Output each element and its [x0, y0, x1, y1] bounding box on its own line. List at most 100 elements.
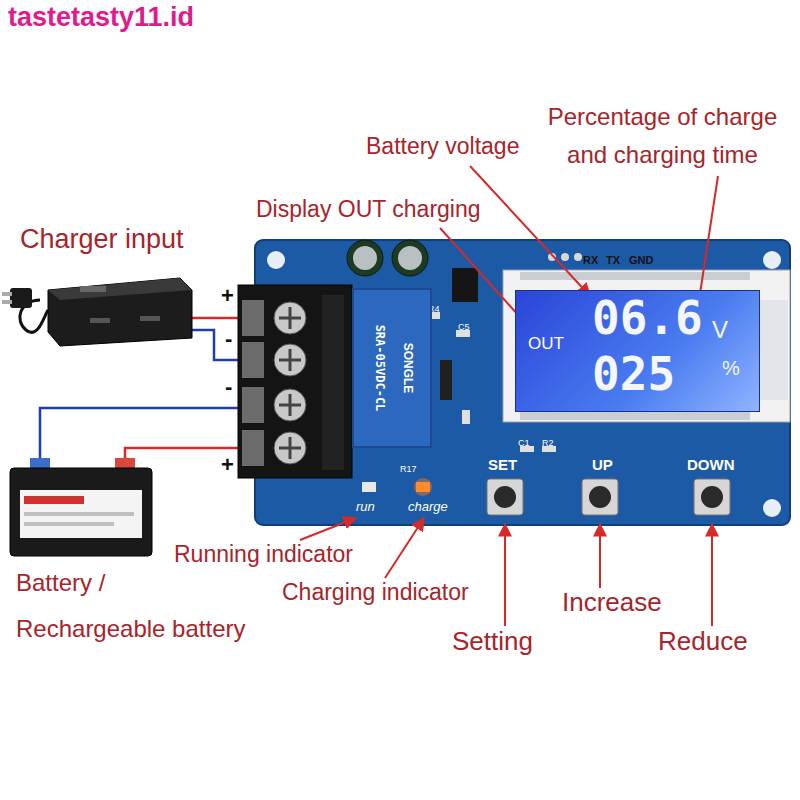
pcb-board: [763, 499, 781, 517]
leader-line: [711, 524, 713, 626]
push-button: [701, 486, 723, 508]
pcb-board: [763, 251, 781, 269]
part-name: R17: [400, 464, 417, 474]
push-button: [589, 486, 611, 508]
terminal-block: [242, 387, 264, 423]
led-label: charge: [408, 500, 448, 515]
pin-name: GND: [629, 254, 653, 267]
battery-illustration: [10, 458, 152, 556]
terminal-block: [242, 342, 264, 378]
button-label: UP: [592, 456, 613, 473]
callout-text: Battery / Rechargeable battery: [16, 560, 254, 652]
polarity-sign: +: [221, 283, 234, 308]
lcd-display-text: 025: [592, 349, 675, 400]
button-label: SET: [488, 456, 517, 474]
watermark: tastetasty11.id: [8, 2, 194, 33]
callout-text: Increase: [562, 588, 662, 618]
push-button: [582, 479, 618, 515]
push-button: [694, 479, 730, 515]
lcd-display-text: 06.6: [592, 293, 703, 344]
polarity-sign: +: [221, 283, 234, 308]
part-name: C1: [518, 438, 530, 448]
polarity-sign: -: [225, 326, 232, 351]
polarity-sign: +: [221, 452, 234, 477]
button-label: UP: [592, 456, 613, 474]
charger-illustration: [2, 278, 192, 346]
callout-text: Display OUT charging: [256, 196, 481, 222]
terminal-block: [242, 430, 264, 466]
push-button: [494, 486, 516, 508]
charger-illustration: [10, 288, 32, 308]
relay-box-text: SRA-05VDC-CL: [372, 325, 390, 412]
callout-text: Charger input: [20, 224, 184, 255]
lcd-display: OUT 06.6 V 025%: [515, 290, 760, 412]
watermark: tastetasty11.id: [8, 2, 194, 33]
callout-text: Setting: [452, 627, 533, 657]
capacitor-symbol: [353, 246, 377, 270]
part-name: R17: [400, 458, 417, 476]
battery-illustration: [20, 490, 142, 538]
charger-illustration: [80, 286, 106, 292]
leader-line: [599, 524, 601, 588]
capacitor-symbol: [392, 240, 428, 276]
lcd-display-text: 025: [592, 349, 675, 400]
callout-text: Percentage of charge and charging time: [535, 98, 790, 174]
callout-text: Charging indicator: [282, 579, 469, 605]
lcd-display-text: 06.6: [592, 293, 703, 344]
charger-illustration: [2, 300, 12, 304]
callout-text: Battery voltage: [366, 133, 519, 159]
battery-illustration: [24, 522, 114, 526]
polarity-sign: -: [225, 326, 232, 351]
callout-text: Percentage of charge and charging time: [535, 98, 790, 174]
terminal-block: [242, 300, 264, 336]
charger-illustration: [48, 278, 192, 300]
charger-illustration: [140, 316, 160, 321]
pin-name: GND: [629, 250, 653, 268]
part-name: C1: [518, 432, 530, 450]
led-symbol: [414, 478, 432, 496]
push-button: [487, 479, 523, 515]
polarity-sign: -: [225, 374, 232, 399]
led-symbol: [362, 482, 376, 492]
battery-illustration: [24, 496, 84, 504]
capacitor-symbol: [347, 240, 428, 276]
lcd-display-text: V: [712, 317, 728, 343]
button-label: SET: [488, 456, 517, 473]
leader-line: [385, 518, 424, 578]
polarity-sign: +: [221, 452, 234, 477]
part-name: C5: [458, 322, 470, 332]
battery-illustration: [10, 468, 152, 556]
leader-line: [300, 166, 718, 626]
lcd-display-text: V: [712, 317, 728, 343]
callout-text: Running indicator: [174, 541, 353, 567]
led-symbol: [362, 478, 432, 496]
capacitor-symbol: [398, 246, 422, 270]
charger-illustration: [2, 292, 12, 296]
callout-text: Setting: [452, 627, 533, 657]
relay-box: SRA-05VDC-CL SONGLE: [352, 288, 432, 448]
led-label: charge: [408, 497, 448, 515]
lcd-frame: [520, 412, 750, 420]
callout-text: Running indicator: [174, 541, 353, 567]
polarity-sign: -: [225, 374, 232, 399]
terminal-block: [238, 285, 352, 478]
relay-box-text: SONGLE: [401, 343, 414, 394]
led-label: run: [356, 497, 375, 515]
button-label: DOWN: [687, 456, 735, 473]
charger-illustration: [90, 318, 110, 323]
charger-illustration: [48, 278, 192, 346]
pcb-board: [255, 240, 790, 525]
pcb-board: [255, 240, 790, 525]
callout-text: Charging indicator: [282, 579, 469, 605]
lcd-display-text: %: [722, 357, 740, 379]
terminal-block: [279, 307, 301, 459]
pin-name: TX: [606, 250, 620, 268]
push-button: [487, 479, 730, 515]
part-name: C5: [458, 316, 470, 334]
lcd-frame: [503, 270, 790, 422]
callout-text: Reduce: [658, 627, 748, 657]
lcd-display-text: OUT: [528, 335, 564, 354]
callout-text: Battery / Rechargeable battery: [16, 560, 254, 652]
leader-line: [300, 518, 356, 540]
